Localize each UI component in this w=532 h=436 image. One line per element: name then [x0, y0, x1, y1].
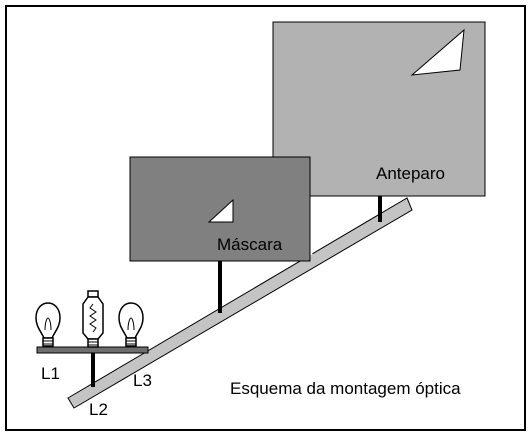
mask-post [218, 261, 222, 313]
lamp-l1 [35, 302, 61, 347]
mask-triangle-aperture [207, 198, 234, 223]
lamp-l1-label: L1 [41, 364, 60, 383]
bulb-l2-socket [87, 338, 99, 348]
screen-label: Anteparo [376, 164, 445, 183]
lamp-l3 [118, 302, 144, 347]
lamp-base [36, 346, 149, 354]
mask-label: Máscara [217, 235, 283, 254]
diagram-caption: Esquema da montagem óptica [230, 379, 461, 398]
bulb-l3-socket [125, 337, 137, 347]
lamp-l3-label: L3 [133, 371, 152, 390]
filament-l1 [44, 317, 52, 331]
mask: Máscara [129, 156, 311, 262]
bulb-l3-icon [118, 302, 144, 339]
lamp-l2-label: L2 [89, 400, 108, 419]
lamp-l2 [82, 290, 104, 348]
optical-rail [67, 197, 413, 409]
lamp-post [91, 353, 95, 387]
bulb-l1-socket [42, 337, 54, 347]
bulb-l1-icon [35, 302, 61, 339]
screen-projected-triangle [410, 28, 465, 76]
mask-panel [129, 156, 311, 262]
filament-l3 [127, 317, 135, 331]
screen-post [378, 196, 382, 222]
bulb-l2-tip [87, 290, 99, 298]
filament-l2 [89, 303, 97, 333]
